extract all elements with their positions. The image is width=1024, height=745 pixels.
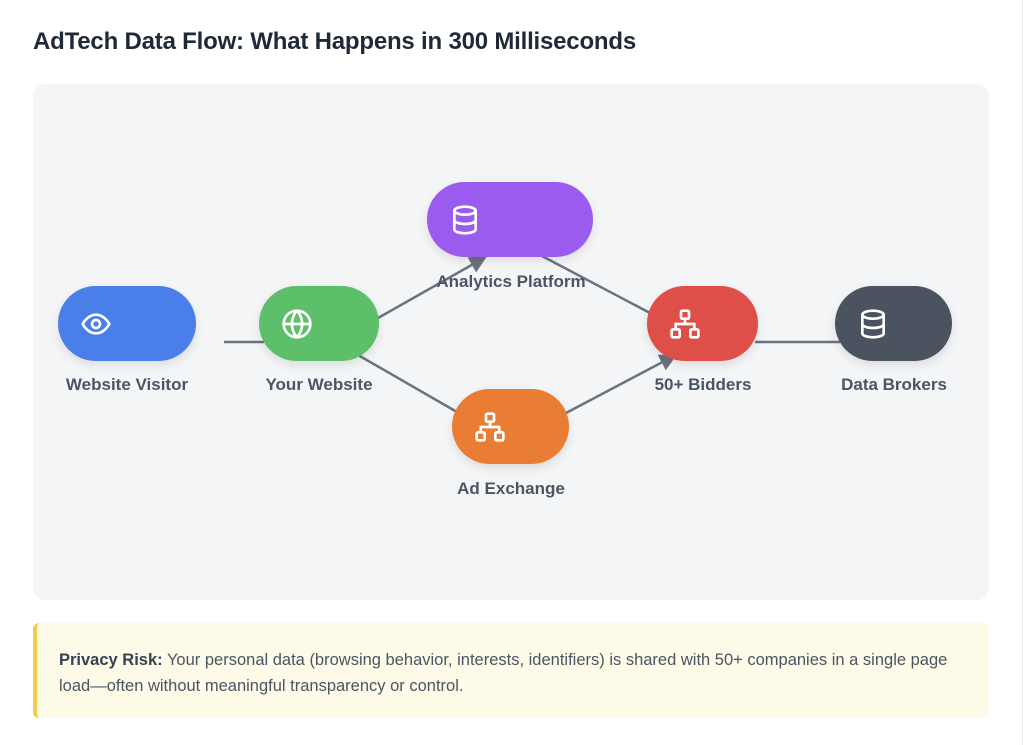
network-icon	[474, 411, 506, 443]
page-title: AdTech Data Flow: What Happens in 300 Mi…	[33, 28, 636, 55]
database-icon	[857, 308, 889, 340]
node-your-website[interactable]	[259, 286, 379, 361]
label-analytics-platform: Analytics Platform	[436, 272, 586, 291]
page-edge-divider	[1022, 0, 1023, 745]
database-icon	[449, 204, 481, 236]
label-your-website: Your Website	[265, 375, 373, 394]
privacy-risk-text: Your personal data (browsing behavior, i…	[59, 651, 948, 695]
label-ad-exchange: Ad Exchange	[457, 479, 565, 498]
node-website-visitor[interactable]	[58, 286, 196, 361]
node-ad-exchange[interactable]	[452, 389, 569, 464]
privacy-risk-heading: Privacy Risk:	[59, 651, 163, 669]
label-data-brokers: Data Brokers	[841, 375, 947, 394]
privacy-risk-callout: Privacy Risk: Your personal data (browsi…	[33, 623, 989, 718]
network-icon	[669, 308, 701, 340]
label-website-visitor: Website Visitor	[65, 375, 189, 394]
node-bidders[interactable]	[647, 286, 758, 361]
globe-icon	[281, 308, 313, 340]
node-data-brokers[interactable]	[835, 286, 952, 361]
node-analytics-platform[interactable]	[427, 182, 593, 257]
eye-icon	[80, 308, 112, 340]
label-bidders: 50+ Bidders	[654, 375, 752, 394]
